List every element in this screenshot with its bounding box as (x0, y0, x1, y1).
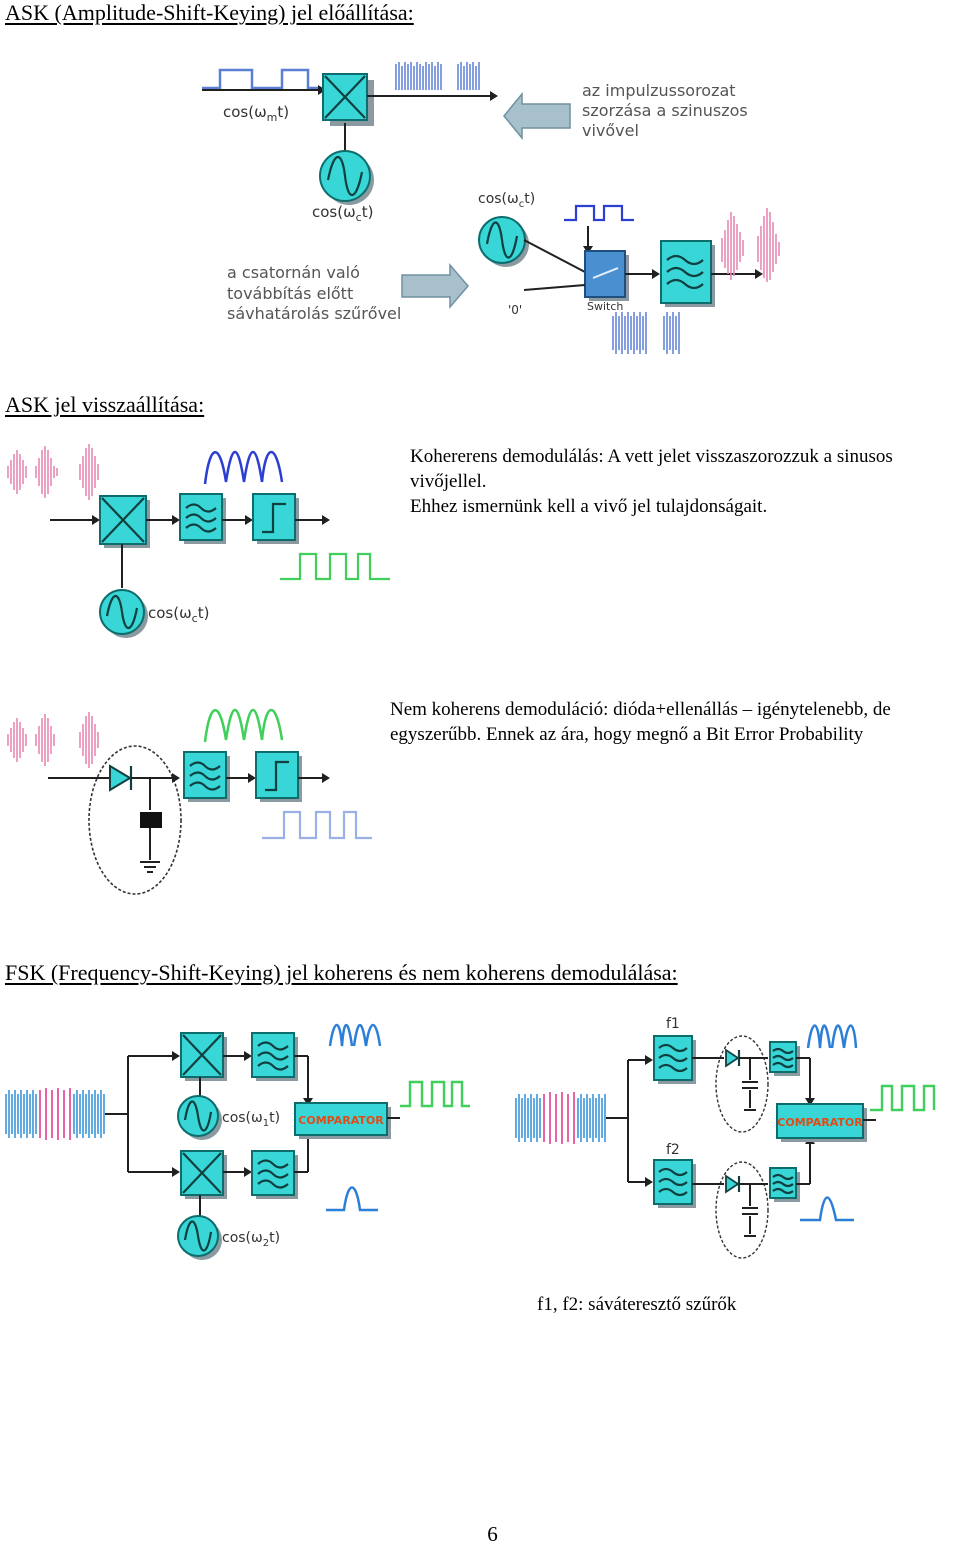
fsk-noncoherent-output (870, 1084, 936, 1112)
diode-1-icon (725, 1048, 740, 1068)
coherent-cos-label: cos(ωct) (148, 604, 209, 625)
note-filter-line1: a csatornán való (227, 263, 360, 282)
note-multiply-line1: az impulzussorozat (582, 81, 736, 100)
noncoherent-data-output (262, 810, 372, 840)
carrier-cos-label: cos(ωct) (312, 203, 373, 224)
fsk-nc-branch2-waveform (800, 1196, 854, 1222)
noncoherent-received-signal (7, 712, 99, 768)
fsk-nc-branch1-waveform (806, 1024, 858, 1049)
envelope-detector-2 (715, 1161, 769, 1259)
coherent-demod-waveform (203, 450, 284, 485)
note-filter-line2: továbbítás előtt (227, 284, 353, 303)
mod-square-wave (202, 68, 320, 90)
data-square-wave (564, 204, 634, 222)
heading-ask-generation: ASK (Amplitude-Shift-Keying) jel előállí… (5, 0, 414, 25)
note-multiply-line2: szorzása a szinuszos (582, 101, 748, 120)
noncoherent-demod-diagram (7, 708, 372, 895)
comparator-label-1: COMPARATOR (298, 1114, 384, 1127)
fsk-cos1-label: cos(ω1t) (222, 1110, 280, 1129)
comparator-label-2: COMPARATOR (777, 1116, 863, 1129)
coherent-data-output (280, 552, 390, 581)
filtered-ask-output (721, 208, 780, 282)
fsk-noncoherent-diagram: f1 f2 COMPARATOR (515, 1016, 936, 1259)
fsk-cos2-label: cos(ω2t) (222, 1230, 280, 1249)
note-multiply-line3: vivővel (582, 121, 639, 140)
mod-cos-label: cos(ωmt) (223, 103, 289, 124)
envelope-detector-1 (715, 1035, 769, 1133)
fsk-comparator-2 (776, 1103, 864, 1139)
fsk-branch1-waveform (328, 1023, 382, 1047)
switched-carrier-bursts (612, 312, 680, 354)
heading-ask-recovery: ASK jel visszaállítása: (5, 392, 205, 417)
noncoherent-description: Nem koherens demoduláció: dióda+ellenáll… (390, 699, 891, 745)
fsk-coherent-diagram: COMPARATOR cos(ω1t) cos(ω2t) (5, 1023, 470, 1260)
switch-label: Switch (587, 300, 623, 313)
diode-icon (109, 764, 132, 792)
ask-output-bursts (395, 62, 480, 90)
arrow-right (401, 262, 469, 310)
received-ask-signal (7, 444, 99, 500)
page-number: 6 (487, 1522, 498, 1546)
coherent-demod-diagram: cos(ωct) (7, 444, 390, 638)
noncoherent-demod-waveform (203, 708, 284, 743)
fsk-nc-input-signal (515, 1092, 606, 1144)
heading-fsk: FSK (Frequency-Shift-Keying) jel koheren… (5, 960, 678, 985)
fsk-input-signal (5, 1088, 105, 1140)
diode-2-icon (725, 1174, 740, 1194)
diode-rc-circle (88, 745, 182, 895)
zero-label: '0' (508, 303, 522, 317)
resistor-icon (140, 812, 162, 828)
fsk-coherent-output (400, 1080, 470, 1108)
arrow-left (503, 91, 571, 141)
fsk-caption: f1, f2: sáváteresztő szűrők (537, 1294, 737, 1315)
ask-generation-diagram: cos(ωmt) cos(ωct) az impulzussorozat szo… (202, 62, 780, 354)
f1-label: f1 (666, 1016, 680, 1032)
note-filter-line3: sávhatárolás szűrővel (227, 304, 401, 323)
f2-label: f2 (666, 1142, 680, 1158)
coherent-description: Kohererens demodulálás: A vett jelet vis… (410, 446, 893, 517)
carrier2-cos-label: cos(ωct) (478, 191, 535, 210)
fsk-branch2-waveform (326, 1186, 378, 1212)
